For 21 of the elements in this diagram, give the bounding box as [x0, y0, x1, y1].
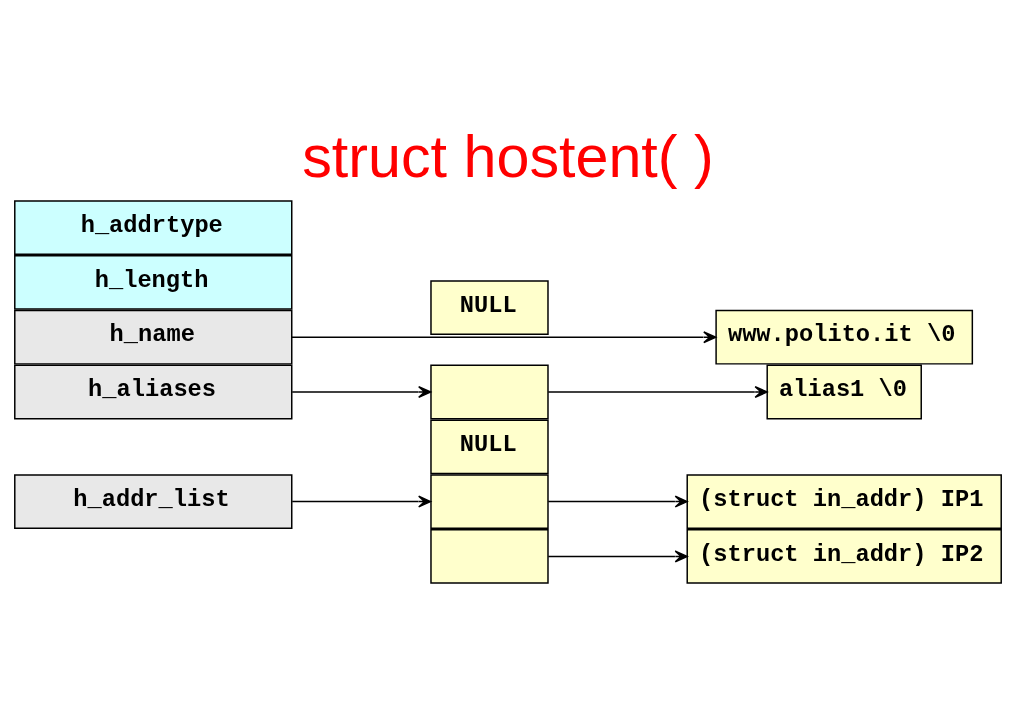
arrow: [291, 495, 432, 508]
arrow: [291, 385, 432, 398]
arrow: [291, 330, 717, 343]
arrow: [547, 385, 768, 398]
node-box: (struct in_addr) IP2: [686, 528, 1002, 584]
arrow: [547, 495, 688, 508]
node-box: [430, 473, 549, 529]
node-box: alias1 \0: [766, 364, 922, 419]
node-box: h_addrtype: [14, 199, 293, 255]
diagram-title: struct hostent( ): [302, 122, 714, 190]
arrow: [547, 549, 688, 562]
node-box: h_length: [14, 254, 293, 310]
node-box: NULL: [430, 418, 549, 474]
node-box: [430, 364, 549, 419]
node-box: www.polito.it \0: [715, 309, 974, 365]
node-box: (struct in_addr) IP1: [686, 473, 1002, 529]
node-box: h_name: [14, 309, 293, 365]
node-box: [430, 528, 549, 584]
node-box: NULL: [430, 279, 549, 335]
node-box: h_aliases: [14, 364, 293, 419]
node-box: h_addr_list: [14, 473, 293, 529]
